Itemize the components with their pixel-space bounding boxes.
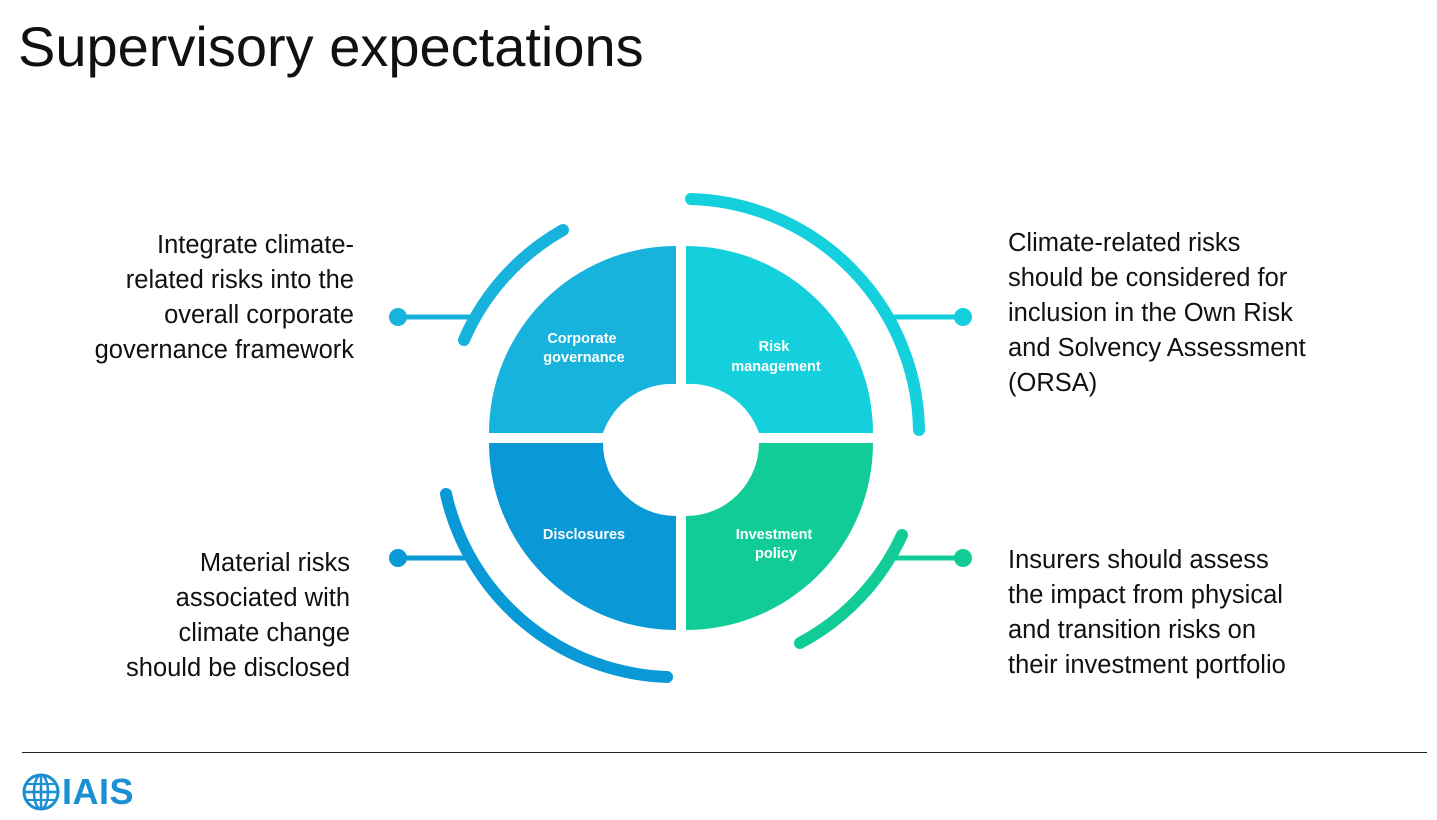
arc-top-left xyxy=(458,224,569,346)
quadrant-risk-management xyxy=(686,246,873,433)
callout-corporate-governance: Integrate climate- related risks into th… xyxy=(94,231,354,364)
callout-investment-policy: Insurers should assess the impact from p… xyxy=(1008,546,1286,679)
page-title: Supervisory expectations xyxy=(18,15,644,78)
quadrant-label-investment-policy: Investment policy xyxy=(736,527,817,562)
quadrant-disclosures xyxy=(489,443,676,630)
globe-icon xyxy=(22,773,60,811)
logo-text: IAIS xyxy=(62,771,135,812)
quadrant-label-corporate-governance: Corporate governance xyxy=(543,331,624,366)
callout-risk-management: Climate-related risks should be consider… xyxy=(1008,229,1306,397)
callout-disclosures: Material risks associated with climate c… xyxy=(126,549,350,682)
footer-divider xyxy=(22,752,1427,753)
connector-dot-top-right xyxy=(954,308,972,326)
connector-dot-bottom-left xyxy=(389,549,407,567)
iais-logo: IAIS xyxy=(22,771,135,812)
arc-bottom-left xyxy=(440,488,673,683)
arc-top-right xyxy=(685,193,925,436)
quadrant-label-disclosures: Disclosures xyxy=(543,527,625,543)
quadrant-corporate-governance xyxy=(489,246,676,433)
connector-dot-top-left xyxy=(389,308,407,326)
quadrant-label-risk-management: Risk management xyxy=(731,339,821,375)
arc-bottom-right xyxy=(794,529,908,649)
quadrant-investment-policy xyxy=(686,443,873,630)
connector-dot-bottom-right xyxy=(954,549,972,567)
